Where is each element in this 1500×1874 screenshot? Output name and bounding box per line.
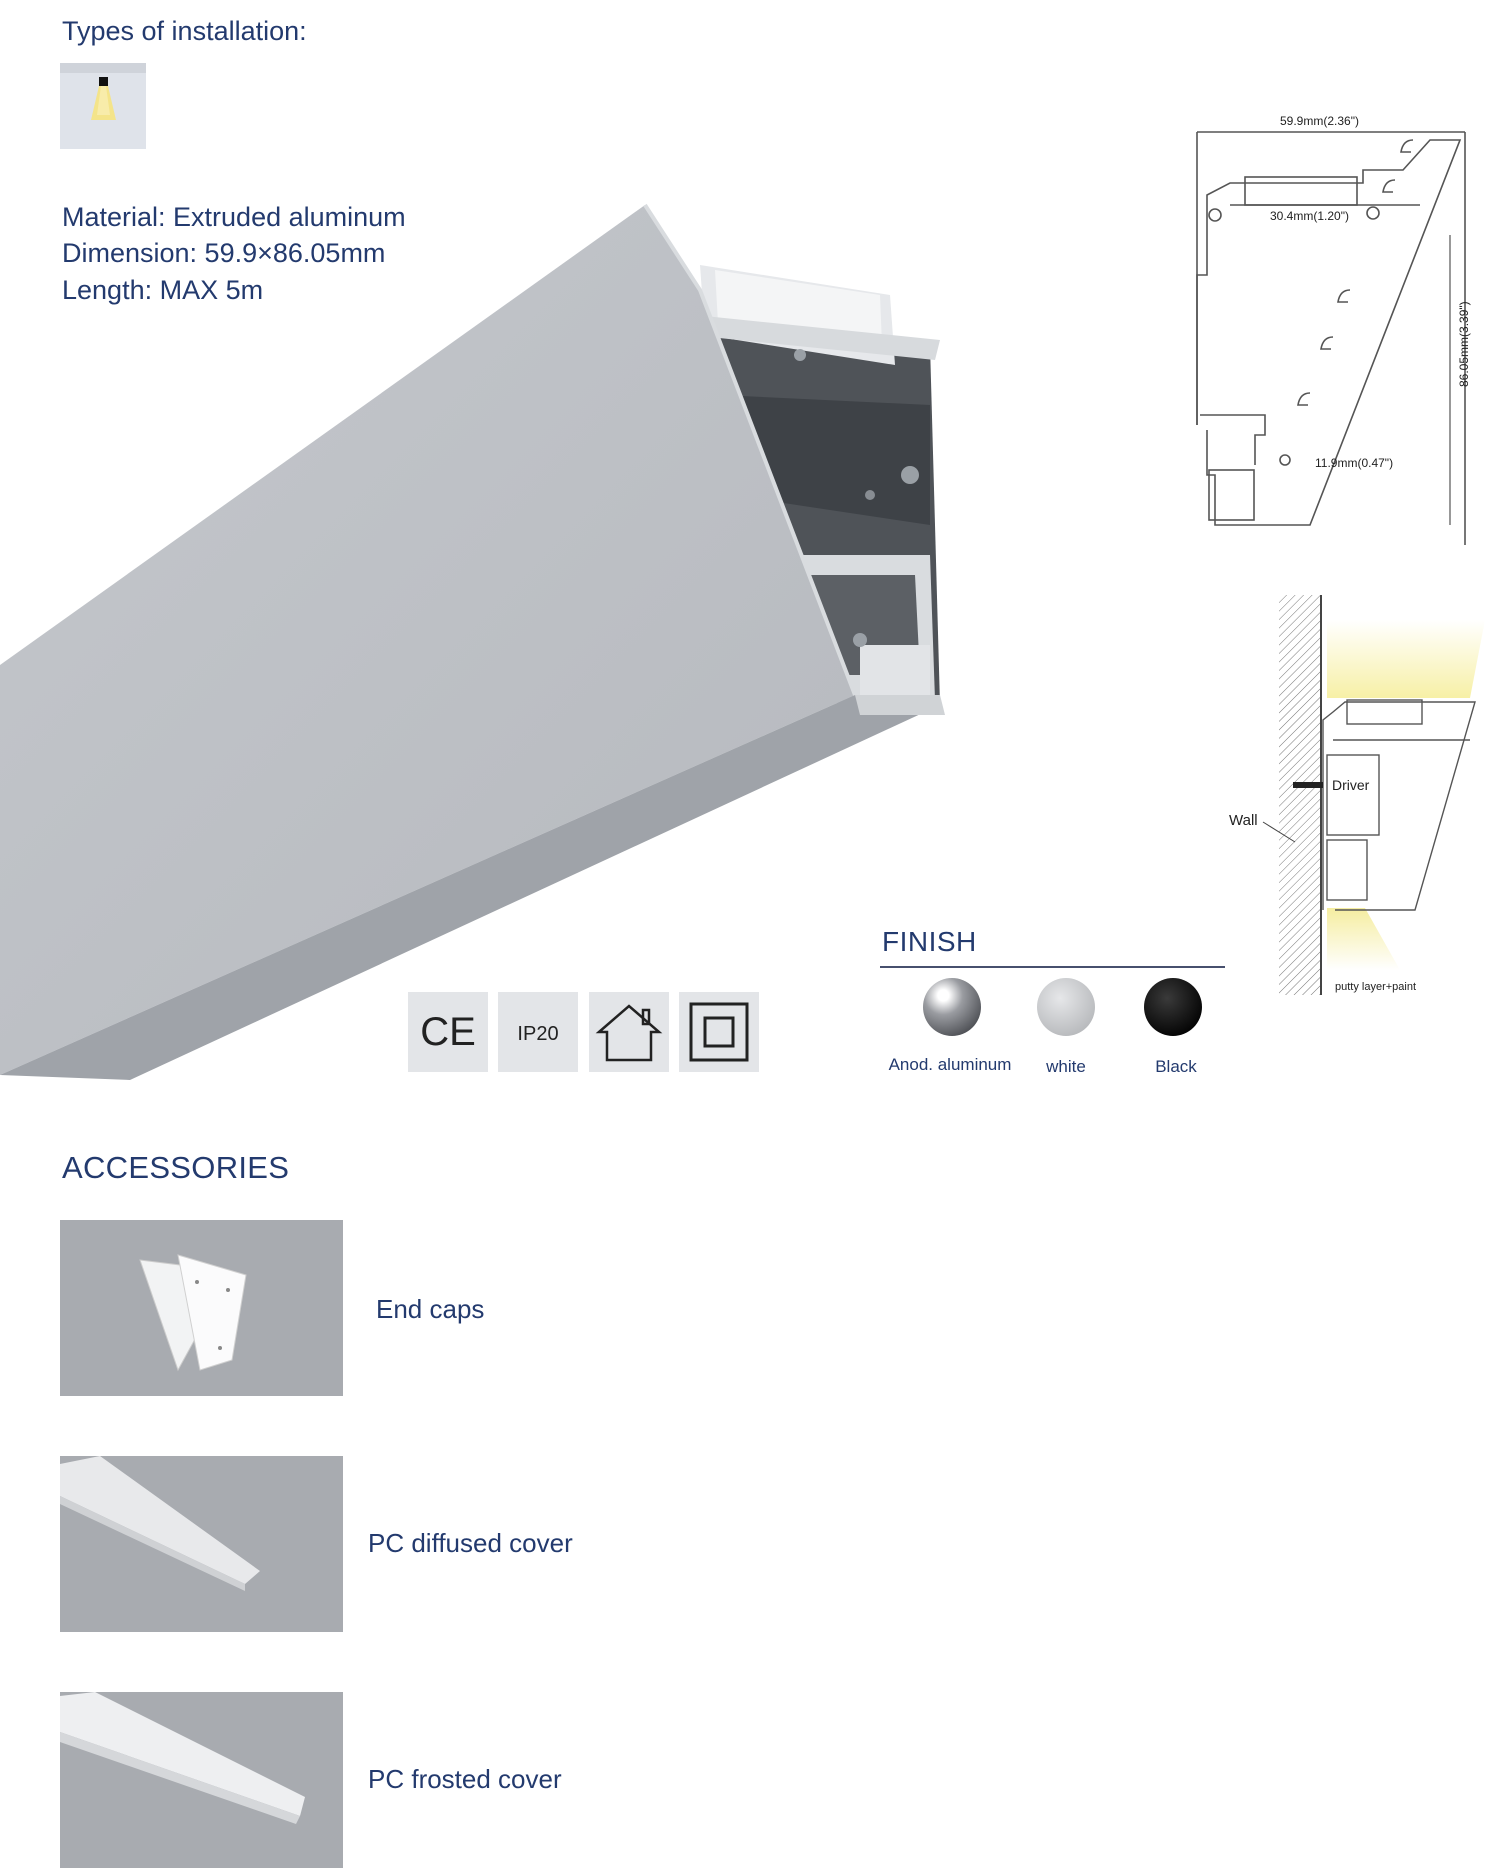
finish-label-anodized: Anod. aluminum: [888, 1055, 1012, 1074]
finish-swatch-anodized: [923, 978, 981, 1036]
height-dimension-label: 86.05mm(3.39"): [1457, 301, 1471, 387]
ce-mark-icon: CE: [408, 992, 488, 1072]
class-ii-icon: [679, 992, 759, 1072]
installation-title: Types of installation:: [62, 16, 307, 46]
finish-divider: [880, 966, 1225, 968]
width-dimension-label: 59.9mm(2.36"): [1280, 114, 1359, 128]
driver-label: Driver: [1332, 777, 1370, 793]
end-caps-image: [60, 1220, 343, 1396]
putty-label: putty layer+paint: [1335, 981, 1416, 993]
finish-swatch-black: [1144, 978, 1202, 1036]
wall-label: Wall: [1229, 812, 1258, 829]
ce-mark-text: CE: [420, 1010, 476, 1054]
wall-mounting-diagram: Driver Wall putty layer+paint: [1229, 595, 1485, 995]
accessory-label-frosted-cover: PC frosted cover: [368, 1764, 562, 1794]
accessories-title: ACCESSORIES: [62, 1150, 290, 1185]
ip20-text: IP20: [517, 1023, 558, 1045]
ceiling-light-icon: [60, 63, 146, 149]
cross-section-drawing: 59.9mm(2.36") 30.4mm(1.20") 11.9mm(0.47"…: [1196, 114, 1471, 545]
finish-label-white: white: [1046, 1057, 1086, 1076]
spec-dimension: Dimension: 59.9×86.05mm: [62, 238, 386, 268]
profile-product-image: [0, 203, 945, 1080]
finish-swatch-white: [1037, 978, 1095, 1036]
spec-length: Length: MAX 5m: [62, 275, 264, 305]
inner-dimension-label: 30.4mm(1.20"): [1270, 209, 1349, 223]
diffused-cover-image: [60, 1456, 343, 1632]
frosted-cover-image: [60, 1692, 343, 1868]
finish-title: FINISH: [882, 926, 977, 957]
spec-material: Material: Extruded aluminum: [62, 202, 406, 232]
bottom-dimension-label: 11.9mm(0.47"): [1315, 456, 1393, 470]
accessory-label-end-caps: End caps: [376, 1294, 485, 1324]
ip20-icon: IP20: [498, 992, 578, 1072]
accessory-label-diffused-cover: PC diffused cover: [368, 1528, 573, 1558]
indoor-house-icon: [589, 992, 669, 1072]
finish-label-black: Black: [1155, 1057, 1197, 1076]
